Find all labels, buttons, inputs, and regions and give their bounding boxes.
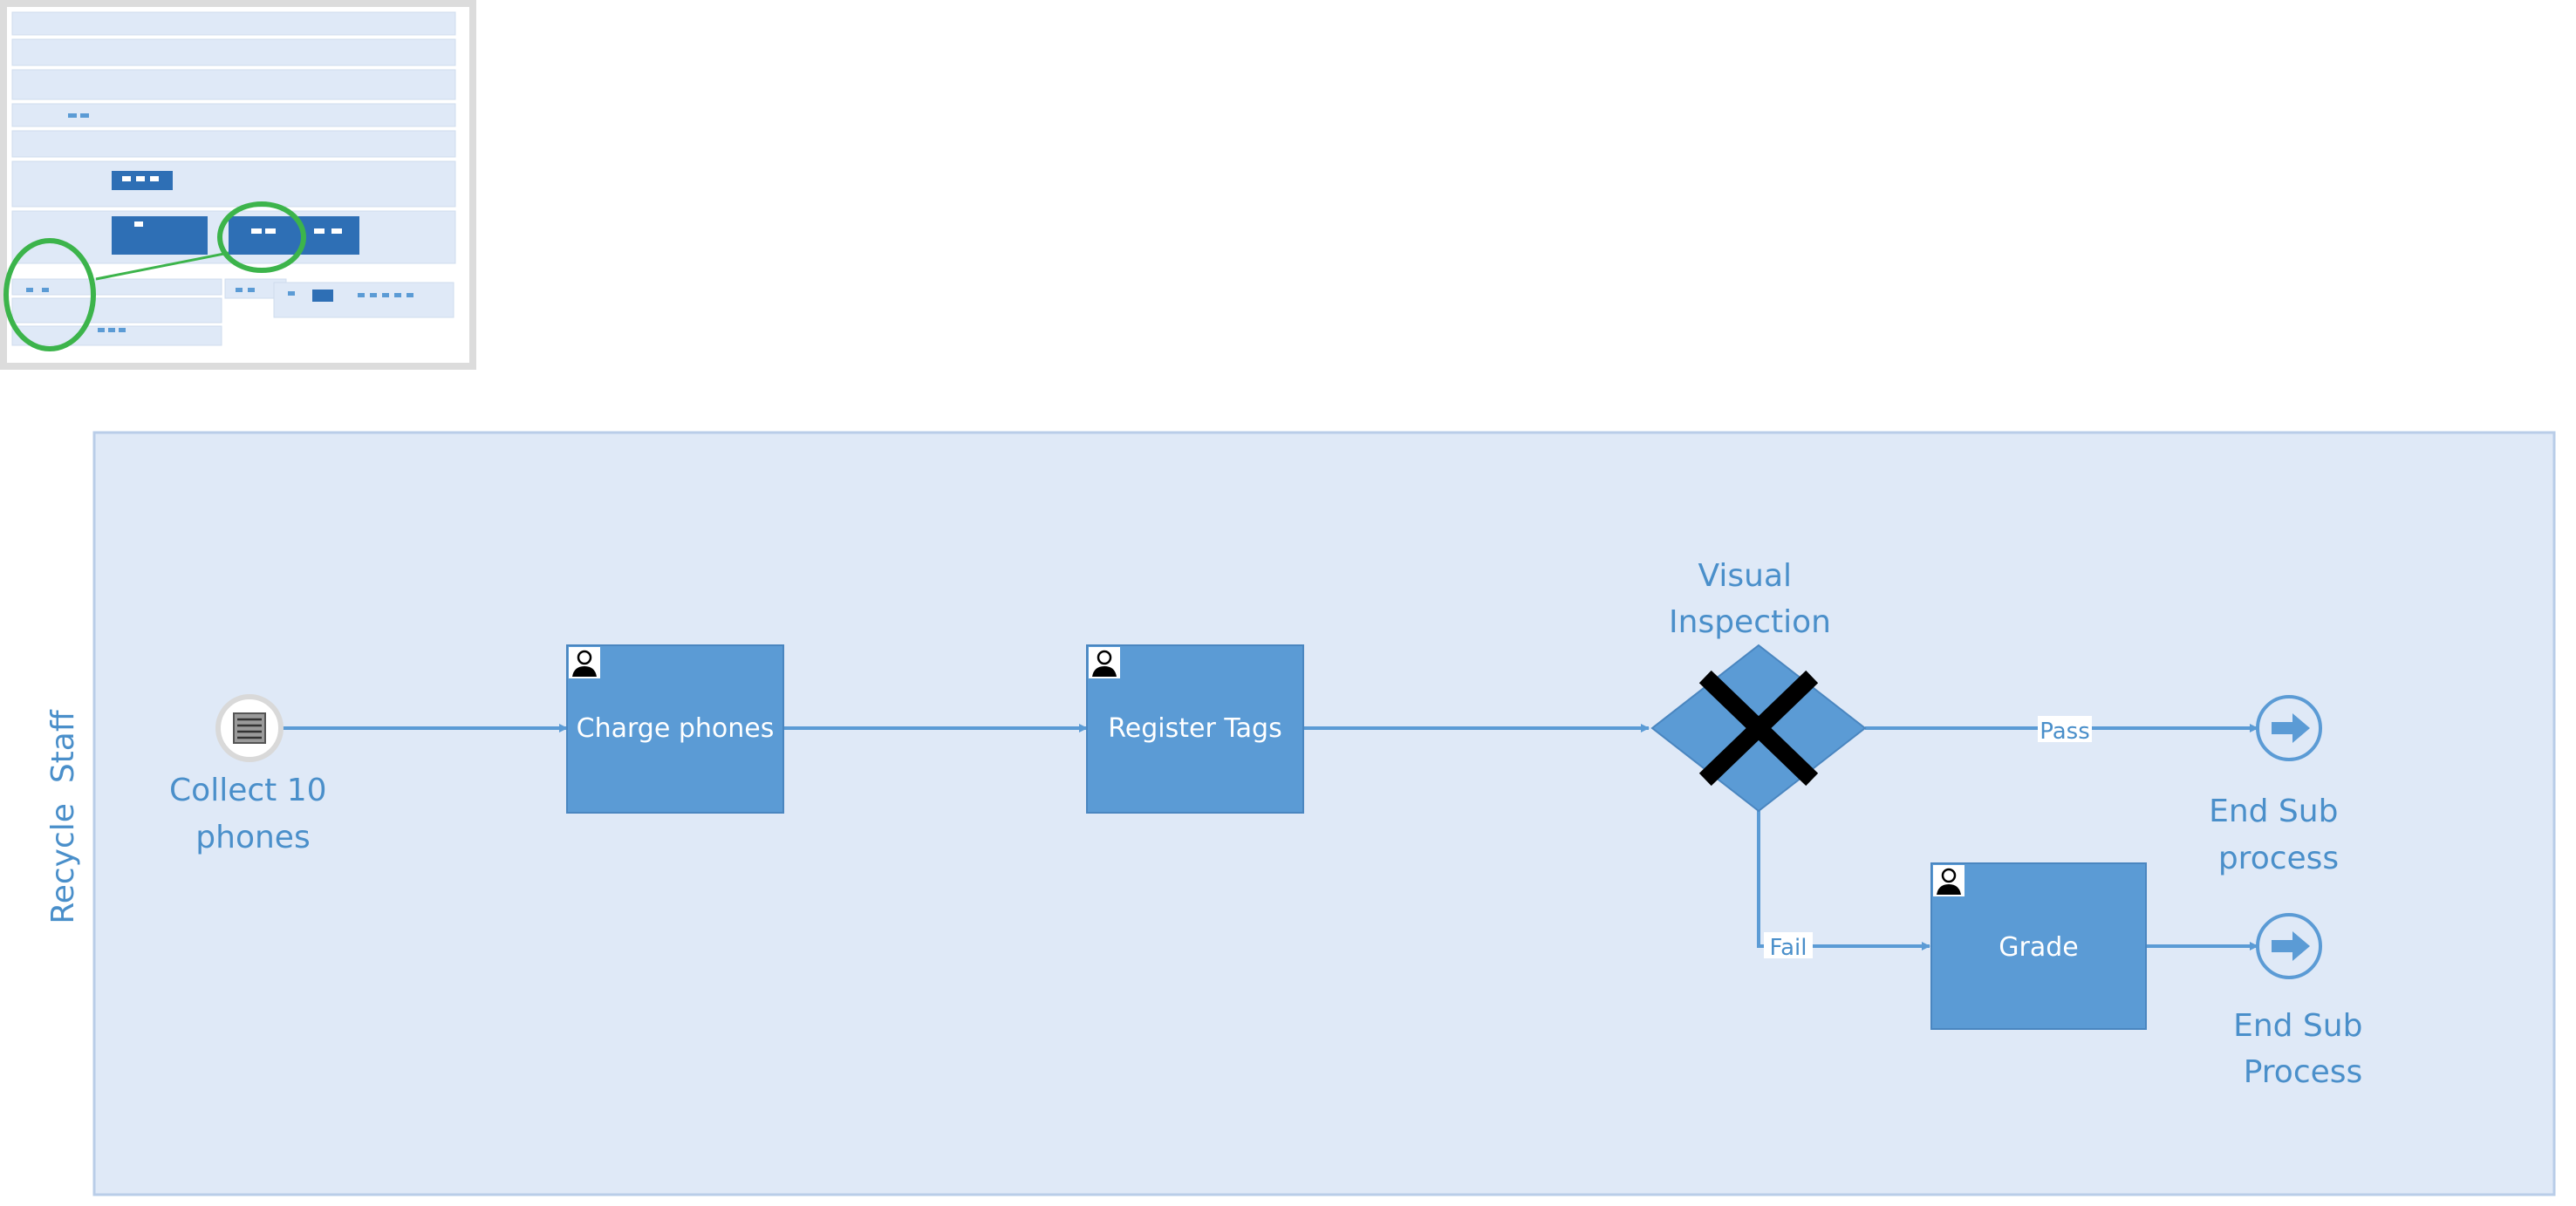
task-charge-phones-label: Charge phones bbox=[577, 713, 775, 744]
end-event-1[interactable] bbox=[2256, 695, 2322, 761]
flow-label-fail: Fail bbox=[1764, 932, 1813, 961]
flow-gateway-to-grade[interactable] bbox=[1757, 811, 1930, 950]
task-register-tags[interactable]: Register Tags bbox=[1086, 644, 1304, 814]
gateway-label: Visual Inspection bbox=[1669, 558, 1831, 640]
user-task-icon bbox=[569, 647, 600, 678]
end-event-2-label: End Sub Process bbox=[2233, 1008, 2373, 1090]
user-task-icon bbox=[1089, 647, 1120, 678]
message-list-icon bbox=[233, 712, 266, 744]
pass-label: Pass bbox=[2040, 719, 2090, 745]
task-charge-phones[interactable]: Charge phones bbox=[566, 644, 784, 814]
user-task-icon bbox=[1933, 865, 1964, 896]
swimlane bbox=[92, 431, 2556, 1196]
exclusive-gateway[interactable] bbox=[1650, 644, 1867, 813]
flow-label-pass: Pass bbox=[2038, 716, 2092, 745]
arrow-right-icon bbox=[2272, 931, 2310, 961]
lane-label: Recycle Staff bbox=[45, 709, 81, 924]
task-grade[interactable]: Grade bbox=[1930, 862, 2147, 1030]
arrow-right-icon bbox=[2272, 713, 2310, 743]
task-register-tags-label: Register Tags bbox=[1108, 713, 1281, 744]
end-event-2[interactable] bbox=[2256, 913, 2322, 979]
overview-thumbnail bbox=[0, 0, 476, 370]
fail-label: Fail bbox=[1770, 935, 1807, 961]
start-event-label: Collect 10 phones bbox=[169, 773, 337, 855]
task-grade-label: Grade bbox=[1999, 932, 2078, 963]
end-event-1-label: End Sub process bbox=[2209, 794, 2348, 876]
overview-map-icon bbox=[3, 7, 469, 363]
start-event[interactable] bbox=[215, 694, 284, 762]
exclusive-gateway-x-icon bbox=[1698, 670, 1819, 787]
